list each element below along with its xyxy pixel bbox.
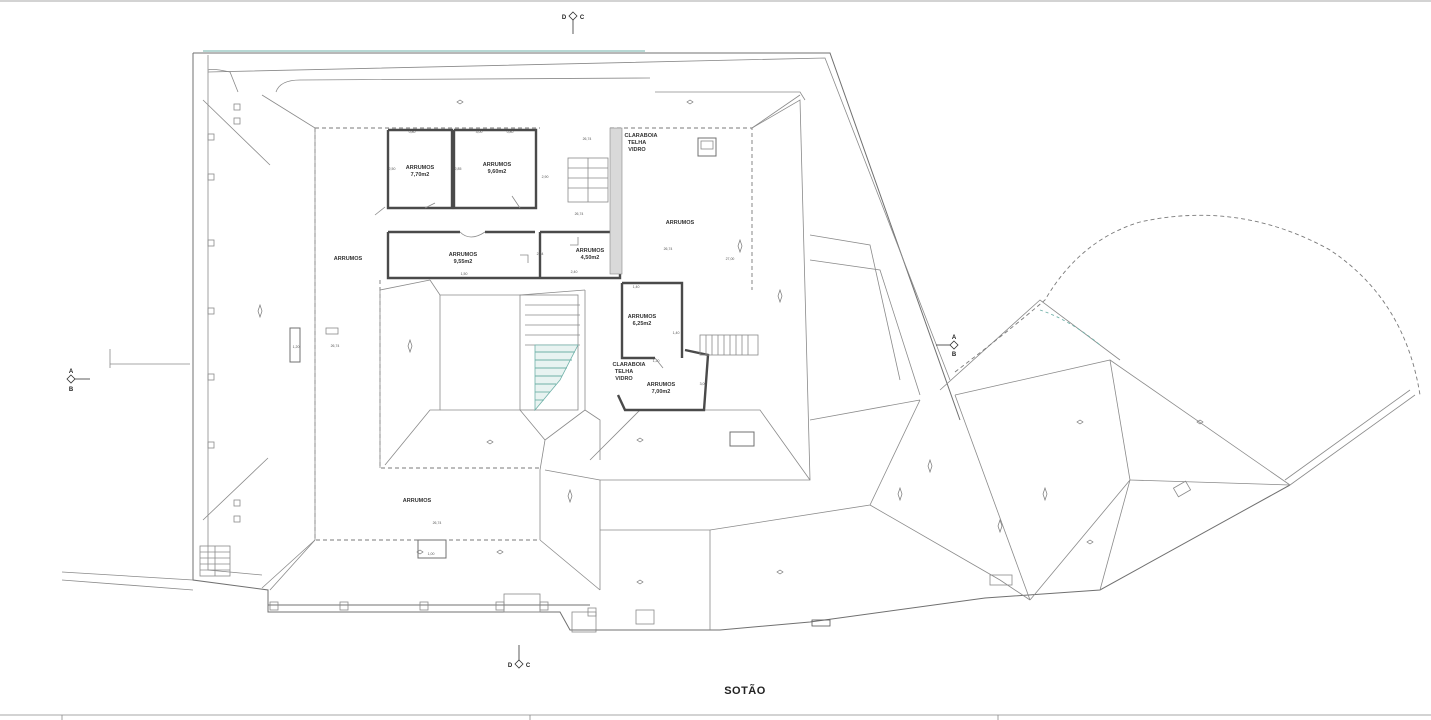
- dim-label: 3,00: [476, 130, 483, 134]
- dim-label: 1,20: [293, 345, 300, 349]
- dim-label: 3,00: [700, 382, 707, 386]
- area-label: ARRUMOS: [666, 220, 695, 226]
- section-marker-right: A B: [936, 335, 959, 358]
- skylight-label: VIDRO: [628, 147, 646, 153]
- site-curve-teal: [1039, 309, 1101, 346]
- dim-label: 1,20: [653, 359, 660, 363]
- door-swings: [374, 195, 664, 369]
- room-labels: ARRUMOS 7,70m2 ARRUMOS 9,60m2 ARRUMOS 9,…: [334, 162, 695, 504]
- dim-label: 1,50: [461, 272, 468, 276]
- svg-text:A: A: [69, 369, 74, 375]
- room-area: 7,00m2: [652, 389, 671, 395]
- central-stair: [519, 294, 580, 412]
- room-label: ARRUMOS: [449, 252, 478, 258]
- svg-text:A: A: [952, 335, 957, 341]
- dim-label: 0,80: [409, 130, 416, 134]
- dim-label: 2,85: [455, 167, 462, 171]
- room-area: 6,25m2: [633, 321, 652, 327]
- section-marker-bottom: D C: [508, 645, 531, 669]
- level-label: 26,74: [331, 344, 340, 348]
- dimension-labels: 0,80 3,00 2,50 2,85 2,90 0,80 1,50 2,64 …: [293, 130, 707, 556]
- room-label: ARRUMOS: [628, 314, 657, 320]
- left-wall-openings: [207, 103, 241, 523]
- svg-text:C: C: [580, 15, 585, 21]
- site-curve: [954, 214, 1421, 396]
- level-label: 26,74: [583, 137, 592, 141]
- attic-dashed-boundary: [314, 127, 753, 541]
- roof-lines: [269, 99, 1416, 630]
- level-label: 26,74: [433, 521, 442, 525]
- svg-text:D: D: [562, 15, 567, 21]
- skylight-label: CLARABOIA: [625, 133, 658, 139]
- level-marks: 26,74 26,74 26,74 26,74 27,00 26,74: [331, 137, 735, 525]
- level-label: 26,74: [664, 247, 673, 251]
- room-area: 7,70m2: [411, 172, 430, 178]
- drawing-title: SOTÃO: [724, 684, 766, 697]
- building-outline: [192, 52, 1291, 631]
- bottom-facade-openings: [61, 571, 1013, 627]
- room-label: ARRUMOS: [406, 165, 435, 171]
- svg-text:B: B: [69, 387, 74, 393]
- room-label: ARRUMOS: [576, 248, 605, 254]
- upper-stair: [567, 127, 759, 356]
- level-label: 27,00: [726, 257, 735, 261]
- area-label: ARRUMOS: [403, 498, 432, 504]
- room-label: ARRUMOS: [647, 382, 676, 388]
- svg-text:C: C: [526, 663, 531, 669]
- room-area: 4,50m2: [581, 255, 600, 261]
- dim-label: 1,40: [633, 285, 640, 289]
- skylight-labels: CLARABOIA TELHA VIDRO CLARABOIA TELHA VI…: [613, 133, 658, 382]
- skylight-label: TELHA: [615, 369, 633, 375]
- skylight-label: VIDRO: [615, 376, 633, 382]
- skylight-label: CLARABOIA: [613, 362, 646, 368]
- dim-label: 2,50: [389, 167, 396, 171]
- room-area: 9,60m2: [488, 169, 507, 175]
- svg-text:D: D: [508, 663, 513, 669]
- room-area: 9,55m2: [454, 259, 473, 265]
- dim-label: 1,00: [428, 552, 435, 556]
- roof-hatches: [289, 137, 1192, 633]
- skylight-label: TELHA: [628, 140, 646, 146]
- dim-label: 2,64: [537, 252, 544, 256]
- dim-label: 1,40: [673, 331, 680, 335]
- lower-left-stair: [199, 545, 231, 577]
- room-label: ARRUMOS: [483, 162, 512, 168]
- slope-marks: [257, 99, 1204, 585]
- dim-label: 0,80: [507, 130, 514, 134]
- area-label: ARRUMOS: [334, 256, 363, 262]
- section-marker-left: A B: [66, 349, 190, 393]
- section-marker-top: D C: [562, 11, 585, 34]
- dim-label: 2,40: [571, 270, 578, 274]
- svg-text:B: B: [952, 352, 957, 358]
- dim-label: 2,90: [542, 175, 549, 179]
- level-label: 26,74: [575, 212, 584, 216]
